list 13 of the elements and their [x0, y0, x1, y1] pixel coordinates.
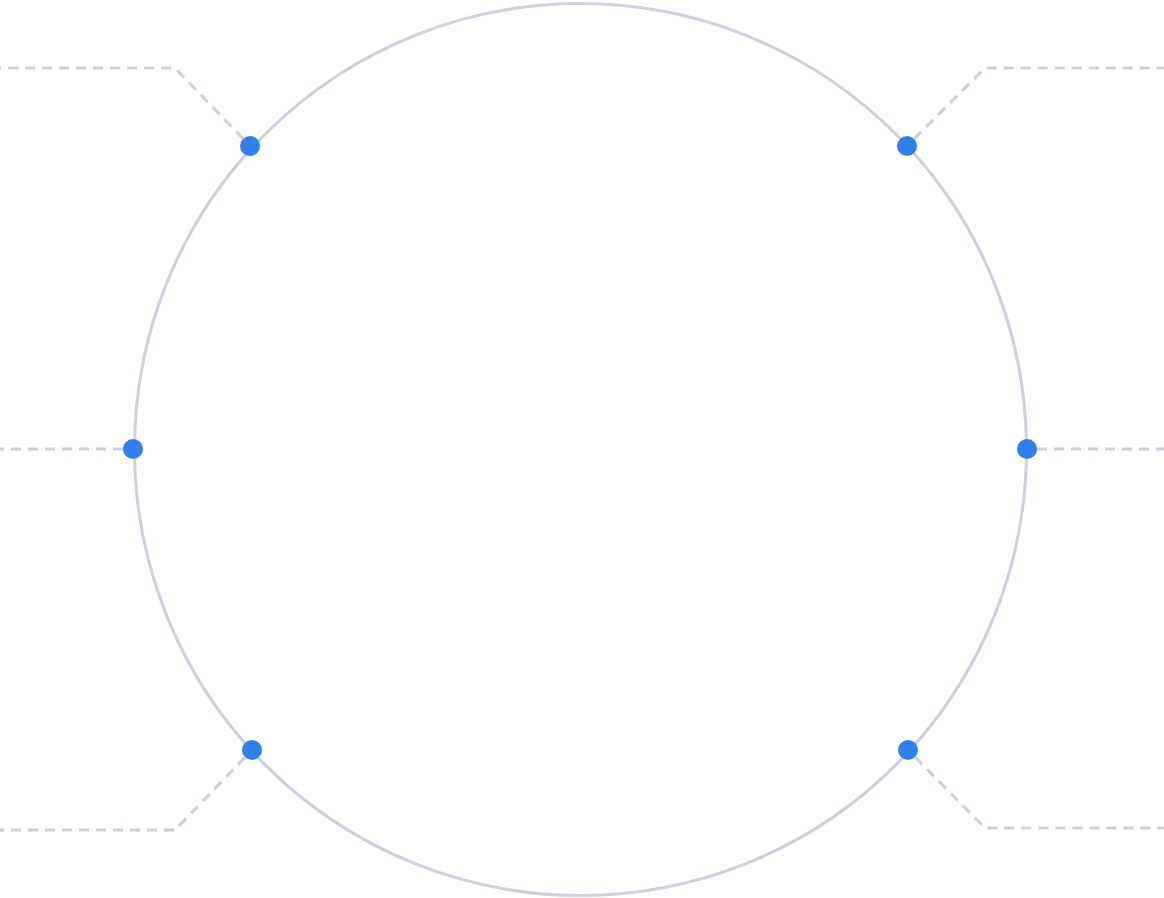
dot-marker: [1017, 439, 1037, 459]
leader-line: [1037, 447, 1164, 451]
dot-marker: [240, 136, 260, 156]
circle-outline: [132, 1, 1028, 897]
dot-marker: [123, 439, 143, 459]
leader-line: [0, 66, 245, 140]
leader-line: [913, 756, 1164, 830]
dot-marker: [897, 136, 917, 156]
leader-line: [0, 447, 123, 451]
dot-marker: [242, 740, 262, 760]
leader-line: [0, 756, 247, 832]
dot-marker: [898, 740, 918, 760]
leader-line: [913, 66, 1164, 140]
